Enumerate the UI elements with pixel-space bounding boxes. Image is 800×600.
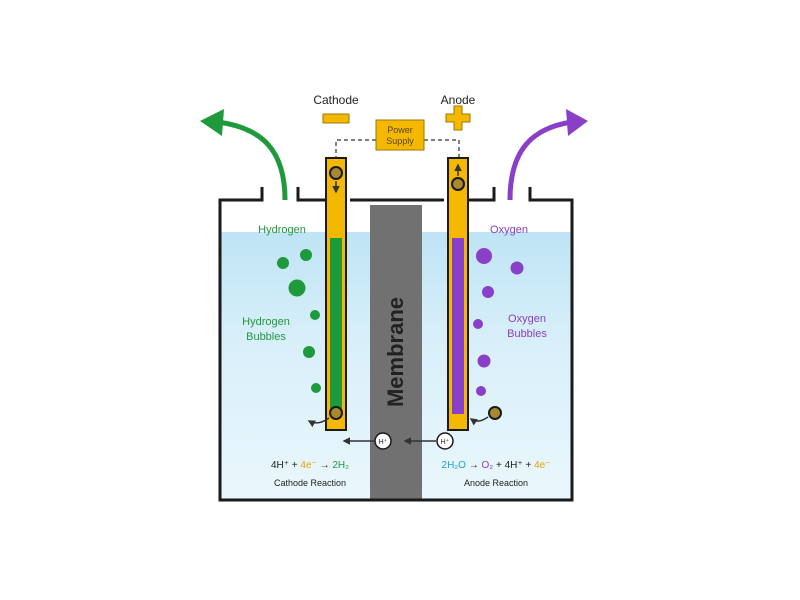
electron-icon: [329, 406, 343, 420]
anode-electrode-fill: [452, 238, 464, 414]
oxygen-arrow-head-icon: [566, 109, 588, 136]
oxygen-bubble: [482, 286, 494, 298]
proton-ion-label: H⁺: [441, 438, 450, 446]
oxygen-bubble: [477, 354, 491, 368]
hydrogen-bubble: [311, 383, 321, 393]
tank-lid-right: [466, 187, 496, 202]
anode-equation-plus2: +: [523, 460, 534, 471]
tank-outline: [218, 187, 574, 502]
cathode-equation-reactant: 4H⁺: [271, 460, 289, 471]
cathode-equation-plus: +: [289, 460, 300, 471]
hydrogen-label: Hydrogen: [258, 224, 306, 236]
oxygen-bubble: [476, 386, 486, 396]
cathode-equation-product: 2H₂: [332, 460, 349, 471]
cathode-electrode-fill: [330, 238, 342, 414]
proton-ion-icon: [374, 432, 392, 450]
electron-icon: [488, 406, 502, 420]
proton-ion-label: H⁺: [379, 438, 388, 446]
power-supply-label-line1: Power: [387, 125, 413, 135]
anode-equation-electrons: 4e⁻: [534, 460, 550, 471]
oxygen-label: Oxygen: [490, 224, 528, 236]
cathode-equation-arrow: →: [317, 460, 333, 471]
hydrogen-bubbles-label-line1: Hydrogen: [242, 316, 290, 328]
oxygen-arrow-icon: [507, 119, 573, 201]
cathode-equation-electrons: 4e⁻: [300, 460, 316, 471]
hydrogen-arrow-icon: [217, 119, 288, 201]
hydrogen-arrow-head-icon: [200, 109, 224, 136]
hydrogen-bubbles-label-line2: Bubbles: [246, 331, 286, 343]
cathode-equation: 4H⁺ + 4e⁻ → 2H₂: [271, 460, 349, 471]
hydrogen-bubble: [310, 310, 320, 320]
cathode-electron-path-icon: [307, 417, 330, 428]
cathode-reaction-title: Cathode Reaction: [274, 478, 346, 488]
circuit-wire-right: [424, 139, 460, 160]
membrane: [370, 205, 422, 500]
hydrogen-bubble: [303, 346, 315, 358]
oxygen-bubbles-label-line1: Oxygen: [508, 313, 546, 325]
oxygen-bubbles-label-line2: Bubbles: [507, 328, 547, 340]
membrane-label: Membrane: [383, 297, 408, 407]
cathode-label: Cathode: [313, 93, 359, 107]
oxygen-bubble: [473, 319, 483, 329]
anode-equation: 2H₂O → O₂ + 4H⁺ + 4e⁻: [442, 460, 551, 471]
anode-equation-reactant: 2H₂O: [442, 460, 467, 471]
hydrogen-bubble: [288, 279, 306, 297]
anode-equation-oxygen: O₂: [482, 460, 494, 471]
electron-icon: [329, 166, 343, 180]
hydrogen-bubble: [300, 249, 312, 261]
anode-label: Anode: [441, 93, 476, 107]
anode-reaction-title: Anode Reaction: [464, 478, 528, 488]
anode-electron-path-icon: [469, 416, 489, 426]
plus-sign-icon: [445, 105, 471, 131]
electron-icon: [451, 177, 465, 191]
anode-equation-plus1: +: [493, 460, 504, 471]
anode-equation-protons: 4H⁺: [505, 460, 523, 471]
proton-ion-icon: [436, 432, 454, 450]
hydrogen-bubble: [277, 257, 289, 269]
power-supply: [375, 119, 425, 151]
minus-sign-icon: [322, 113, 350, 124]
tank-lid-left: [296, 187, 326, 202]
oxygen-bubble: [510, 261, 524, 275]
oxygen-bubble: [476, 248, 492, 264]
power-supply-label-line2: Supply: [386, 136, 414, 146]
anode-equation-arrow: →: [466, 460, 482, 471]
